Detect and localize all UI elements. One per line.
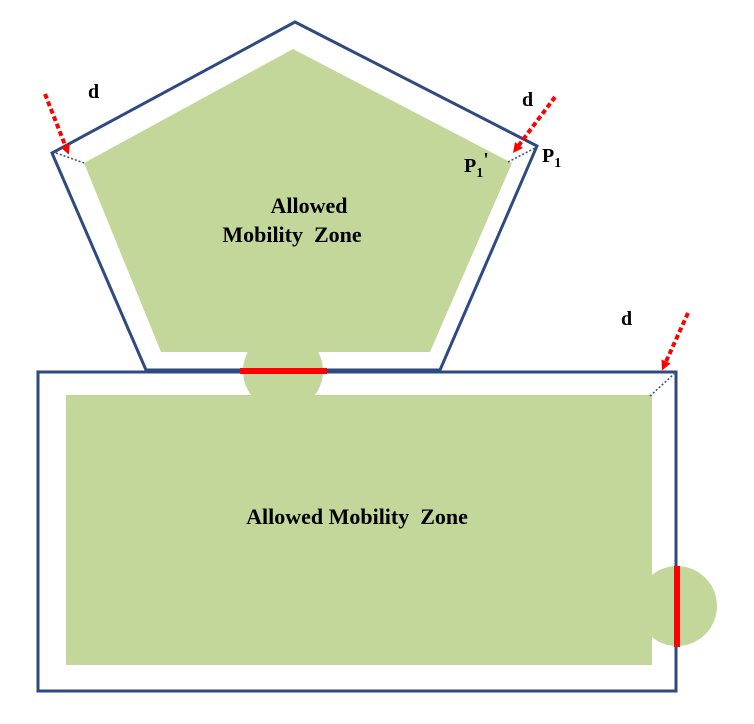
p1-prime-label: P1' [464, 149, 489, 181]
pentagon-allowed-zone [84, 49, 512, 352]
dotted-line-rect [649, 373, 675, 397]
d-label-right: d [522, 89, 533, 111]
p1-label: P1 [542, 145, 561, 171]
d-label-rect: d [621, 308, 632, 330]
pentagon-zone-label-line2: Mobility Zone [222, 222, 362, 247]
arrow-left [43, 93, 70, 155]
rectangle-allowed-zone [66, 395, 652, 665]
rect-zone-label: Allowed Mobility Zone [246, 504, 468, 529]
d-label-left: d [88, 81, 99, 103]
dotted-line-left [55, 152, 85, 164]
arrow-rect [661, 312, 690, 371]
pentagon-zone-label-line1: Allowed [271, 193, 348, 218]
arrow-right [513, 95, 557, 153]
dotted-line-right [507, 147, 536, 163]
